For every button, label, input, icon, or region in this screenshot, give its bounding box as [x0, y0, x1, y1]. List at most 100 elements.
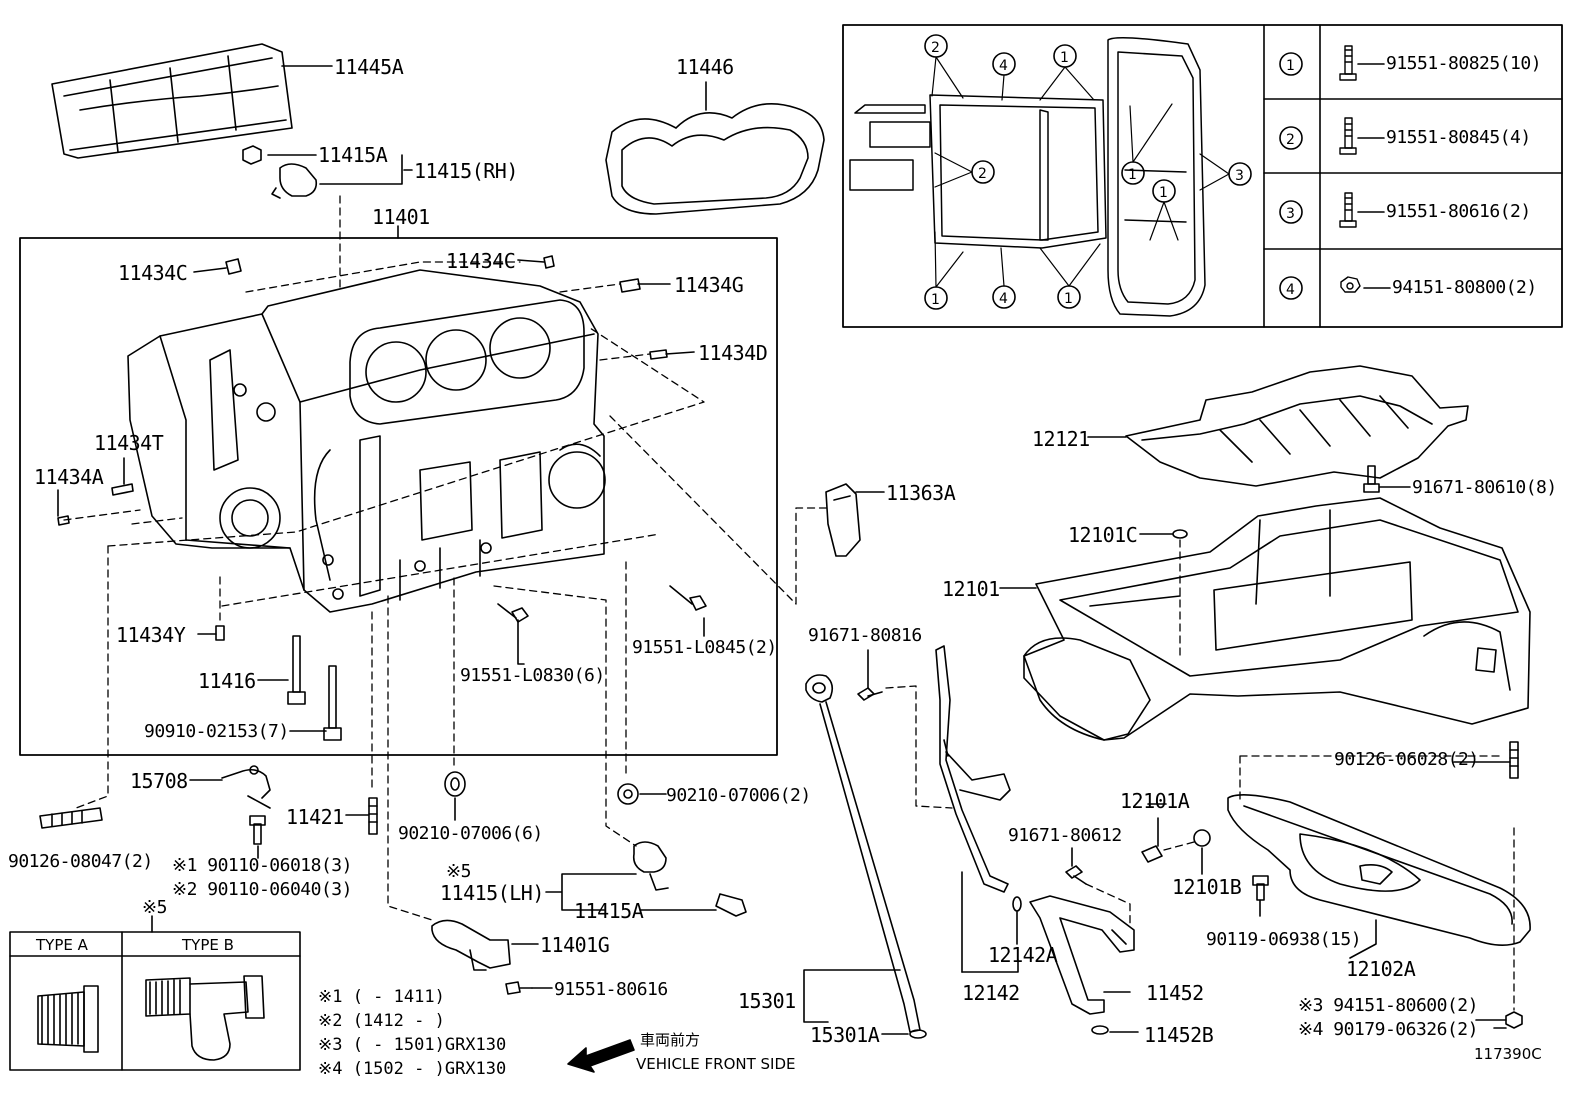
bolt-table-part-1[interactable]: 91551-80825(10)	[1386, 53, 1542, 74]
label-90110-06040[interactable]: ※2 90110-06040(3)	[172, 879, 352, 900]
label-91671-80612[interactable]: 91671-80612	[1008, 825, 1122, 846]
label-11415-lh[interactable]: 11415(LH)	[440, 881, 544, 905]
label-12101[interactable]: 12101	[942, 577, 1000, 601]
label-11415A-top[interactable]: 11415A	[318, 143, 388, 167]
bracket-11363A	[825, 483, 861, 557]
label-11401[interactable]: 11401	[372, 205, 430, 229]
label-12142[interactable]: 12142	[962, 981, 1020, 1005]
nut-94151-80600	[1505, 1011, 1523, 1029]
label-15301A[interactable]: 15301A	[810, 1023, 880, 1047]
label-11434C-left[interactable]: 11434C	[118, 261, 188, 285]
bolt-table-part-4[interactable]: 94151-80800(2)	[1392, 277, 1537, 298]
gasket-11452B	[1091, 1025, 1109, 1035]
knock-sensor-rh	[242, 145, 318, 199]
block-dashed-lines	[63, 195, 831, 921]
label-12101B[interactable]: 12101B	[1172, 875, 1242, 899]
label-91671-80816[interactable]: 91671-80816	[808, 625, 922, 646]
bolt-11416	[287, 635, 306, 705]
label-90179-06326[interactable]: ※4 90179-06326(2)	[1298, 1019, 1478, 1040]
label-11434Y[interactable]: 11434Y	[116, 623, 186, 647]
type-a-drawing	[37, 985, 99, 1053]
pin-11434G	[619, 278, 641, 293]
note-5-lh: ※5	[446, 861, 471, 882]
label-11421[interactable]: 11421	[286, 805, 344, 829]
label-90210-07006-right[interactable]: 90210-07006(2)	[666, 785, 811, 806]
bolt-table-icons	[1339, 45, 1361, 293]
stud-11421	[368, 797, 378, 835]
label-11415A-bottom[interactable]: 11415A	[574, 899, 644, 923]
baffle-plate-12121	[1125, 365, 1469, 487]
label-90126-06028[interactable]: 90126-06028(2)	[1334, 749, 1479, 770]
type-b-drawing	[145, 975, 265, 1061]
label-12102A[interactable]: 12102A	[1346, 957, 1416, 981]
legend-note-1: ※1 ( - 1411)	[318, 987, 445, 1007]
bolt-table-part-3[interactable]: 91551-80616(2)	[1386, 201, 1531, 222]
bolt-table-number-circles	[1279, 52, 1303, 300]
label-11446[interactable]: 11446	[676, 55, 734, 79]
label-11434T[interactable]: 11434T	[94, 431, 164, 455]
legend-note-2: ※2 (1412 - )	[318, 1011, 445, 1031]
label-11415-rh[interactable]: 11415(RH)	[414, 159, 518, 183]
bolt-inset-frame	[842, 24, 1563, 328]
label-91551-L0845[interactable]: 91551-L0845(2)	[632, 637, 777, 658]
svg-text:2: 2	[978, 166, 987, 182]
label-12101C[interactable]: 12101C	[1068, 523, 1138, 547]
sensor-11401G	[431, 919, 511, 971]
bolt-table-part-2[interactable]: 91551-80845(4)	[1386, 127, 1531, 148]
label-11416[interactable]: 11416	[198, 669, 256, 693]
engine-block-frame	[19, 237, 778, 756]
engine-block-11401	[127, 269, 606, 613]
bolt-icon-1	[1339, 45, 1357, 81]
label-90126-08047[interactable]: 90126-08047(2)	[8, 851, 153, 872]
label-11452B[interactable]: 11452B	[1144, 1023, 1214, 1047]
label-90910-02153[interactable]: 90910-02153(7)	[144, 721, 289, 742]
bolt-icon-2	[1339, 117, 1357, 155]
bolt-90910	[323, 665, 342, 741]
pin-11434C-mid	[543, 255, 555, 269]
label-91551-L0830[interactable]: 91551-L0830(6)	[460, 665, 605, 686]
legend-note-4: ※4 (1502 - )GRX130	[318, 1059, 507, 1079]
o-ring-12142A	[1012, 896, 1022, 912]
svg-text:2: 2	[931, 40, 940, 56]
svg-text:1: 1	[1060, 50, 1069, 66]
insulator-11445A	[51, 43, 293, 159]
label-11434C-mid[interactable]: 11434C	[446, 249, 516, 273]
svg-text:1: 1	[1159, 185, 1168, 201]
front-direction-arrow	[567, 1039, 635, 1073]
svg-text:3: 3	[1235, 168, 1244, 184]
bolt-90110	[249, 815, 266, 845]
label-94151-80600[interactable]: ※3 94151-80600(2)	[1298, 995, 1478, 1016]
label-15708[interactable]: 15708	[130, 769, 188, 793]
svg-text:1: 1	[1286, 58, 1295, 74]
label-12101A[interactable]: 12101A	[1120, 789, 1190, 813]
label-12142A[interactable]: 12142A	[988, 943, 1058, 967]
label-11434G[interactable]: 11434G	[674, 273, 744, 297]
oil-strainer-11452	[1029, 895, 1135, 1015]
label-11434A[interactable]: 11434A	[34, 465, 104, 489]
label-90210-07006-left[interactable]: 90210-07006(6)	[398, 823, 543, 844]
label-15301[interactable]: 15301	[738, 989, 796, 1013]
washer-90210-right	[617, 783, 639, 805]
knock-sensor-lh	[632, 841, 747, 917]
label-11434D[interactable]: 11434D	[698, 341, 768, 365]
label-11452[interactable]: 11452	[1146, 981, 1204, 1005]
pin-11434T	[111, 483, 134, 496]
vehicle-front-jp: 車両前方	[640, 1031, 701, 1049]
pin-11434D	[649, 349, 668, 360]
label-12121[interactable]: 12121	[1032, 427, 1090, 451]
label-90119-06938[interactable]: 90119-06938(15)	[1206, 929, 1362, 950]
dipstick-15301	[805, 674, 921, 1033]
label-90110-06018[interactable]: ※1 90110-06018(3)	[172, 855, 352, 876]
nut-icon-4	[1340, 276, 1361, 293]
o-ring-12101C	[1172, 529, 1188, 539]
label-11401G[interactable]: 11401G	[540, 933, 610, 957]
label-91671-80610[interactable]: 91671-80610(8)	[1412, 477, 1557, 498]
label-11445A[interactable]: 11445A	[334, 55, 404, 79]
vehicle-front-en: VEHICLE FRONT SIDE	[636, 1055, 796, 1073]
svg-text:1: 1	[931, 292, 940, 308]
pin-11434Y	[215, 625, 225, 641]
label-11363A[interactable]: 11363A	[886, 481, 956, 505]
label-91551-80616[interactable]: 91551-80616	[554, 979, 668, 1000]
